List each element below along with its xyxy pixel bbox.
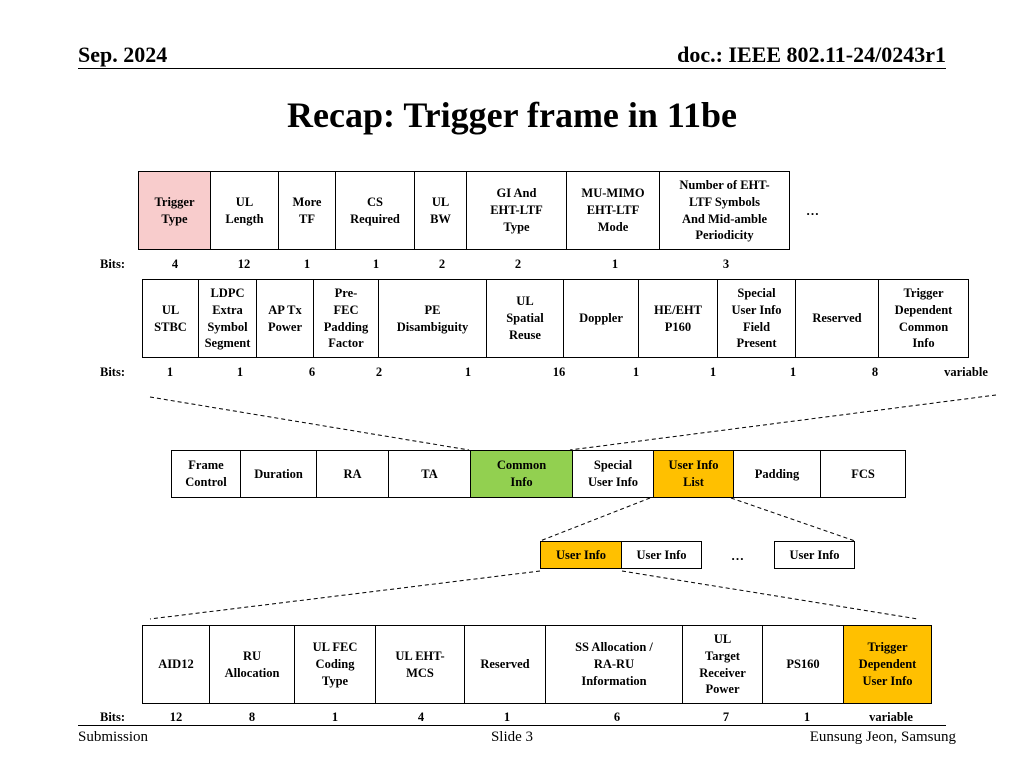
field-ul-fec-coding-type: UL FEC Coding Type xyxy=(294,625,376,704)
field-reserved: Reserved xyxy=(795,279,879,358)
field-user-info-list: User Info List xyxy=(653,450,734,498)
bits-value: 1 xyxy=(331,710,339,724)
field-ta: TA xyxy=(388,450,471,498)
bits-label-user-info: Bits: xyxy=(100,710,125,724)
bits-value: 3 xyxy=(722,257,730,271)
header-doc-id: doc.: IEEE 802.11-24/0243r1 xyxy=(677,42,946,67)
field-ul-length: UL Length xyxy=(210,171,279,250)
bits-value: 1 xyxy=(372,257,380,271)
common-info-row-1: Trigger Type UL Length More TF CS Requir… xyxy=(138,171,790,250)
field-pre-fec-padding-factor: Pre- FEC Padding Factor xyxy=(313,279,379,358)
common-row-1-ellipsis: … xyxy=(806,203,819,218)
field-duration: Duration xyxy=(240,450,317,498)
bits-value: 1 xyxy=(611,257,619,271)
bits-value: 4 xyxy=(417,710,425,724)
bits-value: variable xyxy=(869,710,913,724)
field-ra: RA xyxy=(316,450,389,498)
field-pe-disambiguity: PE Disambiguity xyxy=(378,279,487,358)
field-reserved: Reserved xyxy=(464,625,546,704)
field-ss-allocation-ra-ru-information: SS Allocation / RA-RU Information xyxy=(545,625,683,704)
field-aid12: AID12 xyxy=(142,625,210,704)
bits-value: 1 xyxy=(166,365,174,379)
user-info-list-last: User Info xyxy=(774,541,855,569)
header-date: Sep. 2024 xyxy=(78,42,168,67)
field-trigger-type: Trigger Type xyxy=(138,171,211,250)
field-gi-eht-ltf-type: GI And EHT-LTF Type xyxy=(466,171,567,250)
bits-value: 2 xyxy=(375,365,383,379)
field-trigger-dependent-common-info: Trigger Dependent Common Info xyxy=(878,279,969,358)
field-ap-tx-power: AP Tx Power xyxy=(256,279,314,358)
trigger-frame-format: Frame Control Duration RA TA Common Info… xyxy=(171,450,906,498)
connector-line xyxy=(149,396,470,451)
user-info-item: User Info xyxy=(621,541,702,569)
connector-line xyxy=(621,570,919,620)
connector-line xyxy=(539,497,651,542)
bits-value: 1 xyxy=(803,710,811,724)
bits-value: variable xyxy=(944,365,988,379)
field-ul-bw: UL BW xyxy=(414,171,467,250)
bits-value: 4 xyxy=(171,257,179,271)
bits-value: 16 xyxy=(552,365,566,379)
user-info-field-format: AID12 RU Allocation UL FEC Coding Type U… xyxy=(142,625,932,704)
header-rule xyxy=(78,68,946,69)
user-info-item: User Info xyxy=(774,541,855,569)
field-special-user-info: Special User Info xyxy=(572,450,654,498)
field-fcs: FCS xyxy=(820,450,906,498)
bits-value: 12 xyxy=(169,710,183,724)
user-info-item-highlighted: User Info xyxy=(540,541,622,569)
bits-value: 2 xyxy=(438,257,446,271)
user-info-list: User Info User Info xyxy=(540,541,702,569)
field-eht-ltf-symbols-midamble: Number of EHT- LTF Symbols And Mid-amble… xyxy=(659,171,790,250)
footer-author: Eunsung Jeon, Samsung xyxy=(809,729,956,745)
slide-title: Recap: Trigger frame in 11be xyxy=(287,95,737,135)
field-frame-control: Frame Control xyxy=(171,450,241,498)
common-info-row-2: UL STBC LDPC Extra Symbol Segment AP Tx … xyxy=(142,279,969,358)
field-ps160: PS160 xyxy=(762,625,844,704)
bits-label-row-2: Bits: xyxy=(100,365,125,379)
field-special-user-info-field-present: Special User Info Field Present xyxy=(717,279,796,358)
bits-value: 6 xyxy=(308,365,316,379)
field-mu-mimo-eht-ltf-mode: MU-MIMO EHT-LTF Mode xyxy=(566,171,660,250)
bits-value: 6 xyxy=(613,710,621,724)
connector-line xyxy=(569,394,997,451)
bits-value: 7 xyxy=(722,710,730,724)
bits-value: 1 xyxy=(503,710,511,724)
footer-rule xyxy=(78,725,946,726)
user-info-list-ellipsis: … xyxy=(731,548,744,563)
bits-value: 1 xyxy=(709,365,717,379)
field-ul-eht-mcs: UL EHT- MCS xyxy=(375,625,465,704)
bits-value: 1 xyxy=(464,365,472,379)
field-trigger-dependent-user-info: Trigger Dependent User Info xyxy=(843,625,932,704)
bits-value: 12 xyxy=(237,257,251,271)
bits-value: 1 xyxy=(303,257,311,271)
bits-value: 1 xyxy=(236,365,244,379)
footer-submission: Submission xyxy=(78,729,149,745)
field-padding: Padding xyxy=(733,450,821,498)
field-cs-required: CS Required xyxy=(335,171,415,250)
bits-value: 8 xyxy=(871,365,879,379)
field-ul-spatial-reuse: UL Spatial Reuse xyxy=(486,279,564,358)
bits-value: 2 xyxy=(514,257,522,271)
field-common-info: Common Info xyxy=(470,450,573,498)
connector-line xyxy=(730,497,856,542)
field-ru-allocation: RU Allocation xyxy=(209,625,295,704)
field-ul-stbc: UL STBC xyxy=(142,279,199,358)
field-ul-target-receiver-power: UL Target Receiver Power xyxy=(682,625,763,704)
bits-label-row-1: Bits: xyxy=(100,257,125,271)
field-ldpc-extra-symbol-segment: LDPC Extra Symbol Segment xyxy=(198,279,257,358)
bits-value: 8 xyxy=(248,710,256,724)
field-he-eht-p160: HE/EHT P160 xyxy=(638,279,718,358)
bits-value: 1 xyxy=(632,365,640,379)
field-more-tf: More TF xyxy=(278,171,336,250)
connector-line xyxy=(149,570,541,620)
bits-value: 1 xyxy=(789,365,797,379)
field-doppler: Doppler xyxy=(563,279,639,358)
footer-slide-number: Slide 3 xyxy=(490,729,534,745)
